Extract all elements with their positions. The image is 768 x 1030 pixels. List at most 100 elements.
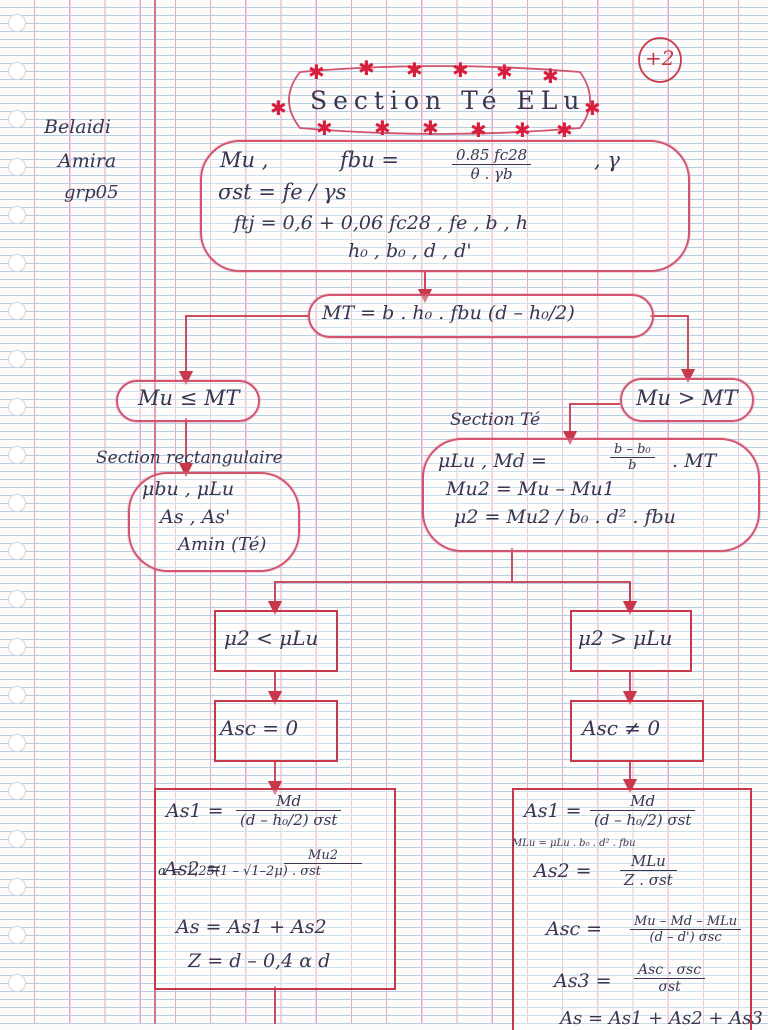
right-as3-label: As3 = [554,970,612,992]
right-as1-denominator: (d – h₀/2) σst [594,811,692,829]
condition-mu-le-mt: Mu ≤ MT [138,386,240,410]
branch-left-box [214,610,338,672]
binder-hole [8,206,26,224]
star-icon: ✱ [470,118,487,142]
diagram-title: Section Té ELu [310,86,586,115]
right-as3-denominator: σst [658,979,681,995]
binder-hole [8,254,26,272]
binder-hole [8,830,26,848]
right-as2-fraction: MLu Z . σst [620,852,677,889]
binder-hole [8,14,26,32]
binder-hole [8,542,26,560]
t-line3: μ2 = Mu2 / b₀ . d² . fbu [454,506,676,528]
right-mlu-note: MLu = μLu . b₀ . d² . fbu [512,838,636,849]
right-asc-denominator: (d – d') σsc [649,930,722,945]
corner-mark: +2 [645,46,675,70]
t-line1-b: . MT [672,450,717,472]
right-as3-numerator: Asc . σsc [634,962,706,979]
star-icon: ✱ [358,56,375,80]
corner-circle [638,37,682,83]
margin-line [154,0,156,1024]
right-as1-numerator: Md [590,792,696,811]
star-icon: ✱ [542,64,559,88]
title-frame [288,65,591,135]
binder-hole [8,638,26,656]
left-as1-label: As1 = [166,800,224,822]
binder-hole [8,110,26,128]
right-as1-fraction: Md (d – h₀/2) σst [590,792,696,829]
branch-right-box [570,610,692,672]
rect-line-3: Amin (Té) [178,534,267,555]
asc-zero: Asc = 0 [220,716,299,740]
t-section-cloud [422,438,760,552]
left-condition-cloud [116,380,260,422]
binder-hole [8,62,26,80]
condition-mu-gt-mt: Mu > MT [636,386,738,410]
right-formulas-box [512,788,752,1030]
binder-hole [8,494,26,512]
left-formulas-box [154,788,396,990]
input-sigma-st: σst = fe / γs [218,180,347,204]
right-as2-label: As2 = [534,860,592,882]
binder-hole [8,926,26,944]
arrow-to-right-condition [650,315,696,384]
right-asc-fraction: Mu – Md – MLu (d – d') σsc [630,914,742,945]
star-icon: ✱ [422,116,439,140]
asc-zero-box [214,700,338,762]
author-group: grp05 [64,182,119,203]
arrow-to-branch-left [267,548,513,616]
condition-mu2-lt-mulu: μ2 < μLu [224,626,319,650]
star-icon: ✱ [316,116,333,140]
left-as1-fraction: Md (d – h₀/2) σst [236,792,342,829]
input-mu: Mu , [220,148,269,172]
star-icon: ✱ [514,118,531,142]
left-as-sum: As = As1 + As2 [176,916,327,938]
star-icon: ✱ [270,96,287,120]
rect-line-1: μbu , μLu [142,478,235,500]
right-as2-numerator: MLu [620,852,677,871]
input-dimensions: h₀ , b₀ , d , d' [348,240,472,262]
label-rectangular-section: Section rectangulaire [96,448,283,468]
condition-mu2-gt-mulu: μ2 > μLu [578,626,673,650]
right-as2-denominator: Z . σst [624,871,673,889]
t-line1-a: μLu , Md = [438,450,547,472]
md-numerator: b – b₀ [610,442,655,458]
binder-hole [8,782,26,800]
inputs-cloud [200,140,690,272]
asc-nonzero-box [570,700,704,762]
star-icon: ✱ [496,60,513,84]
binder-hole [8,878,26,896]
binder-hole [8,158,26,176]
right-as-total: As = As1 + As2 + As3 [560,1008,763,1029]
rectangular-results-cloud [128,472,300,572]
star-icon: ✱ [406,58,423,82]
binder-hole [8,398,26,416]
input-fbu-label: fbu = [340,148,400,172]
fbu-fraction: 0.85 fc28 θ . γb [452,146,532,183]
left-as2-fraction: Mu2 α = 1,25(1 – √1–2μ) . σst [154,848,390,879]
left-as2-numerator: Mu2 [284,848,362,864]
author-name: Belaidi [44,116,111,138]
input-ftj: ftj = 0,6 + 0,06 fc28 , fe , b , h [234,212,528,234]
line-to-branch-right [512,581,631,608]
arrow-to-section-te [562,403,620,446]
rect-line-2: As , As' [160,506,231,528]
right-asc-numerator: Mu – Md – MLu [630,914,742,930]
right-condition-cloud [620,378,754,422]
star-icon: ✱ [584,96,601,120]
binder-hole [8,590,26,608]
left-as2-denominator: α = 1,25(1 – √1–2μ) . σst [158,864,322,879]
binder-hole [8,974,26,992]
t-line2: Mu2 = Mu – Mu1 [446,478,615,500]
left-as1-denominator: (d – h₀/2) σst [240,811,338,829]
mt-formula: MT = b . h₀ . fbu (d – h₀/2) [322,302,575,324]
md-denominator: b [628,458,637,473]
asc-nonzero: Asc ≠ 0 [582,716,661,740]
fbu-numerator: 0.85 fc28 [452,146,532,165]
right-as1-label: As1 = [524,800,582,822]
left-as1-numerator: Md [236,792,342,811]
mt-cloud [308,294,654,338]
binder-hole [8,734,26,752]
binder-hole [8,350,26,368]
